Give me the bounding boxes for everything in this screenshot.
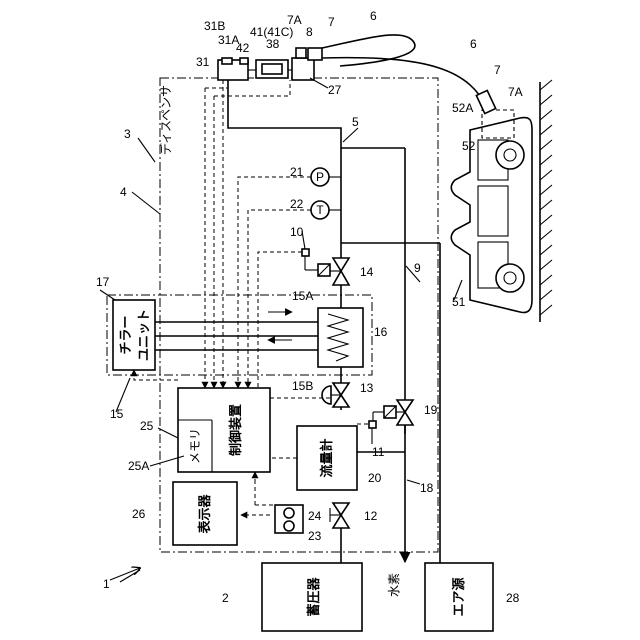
- ref-41: 41(41C): [250, 25, 293, 39]
- ref-11: 11: [372, 445, 385, 459]
- valve-19: [384, 400, 413, 425]
- ref-22: 22: [290, 197, 304, 211]
- ref-12: 12: [364, 509, 378, 523]
- chiller-label-line1: チラー: [119, 315, 134, 354]
- display: 表示器: [173, 482, 237, 545]
- pilot-10: [302, 249, 318, 270]
- ref-31: 31: [196, 55, 210, 69]
- pressure-sensor-letter: P: [316, 170, 324, 184]
- ref-4: 4: [120, 185, 127, 199]
- ref-26: 26: [132, 507, 146, 521]
- accumulator: 蓄圧器: [262, 563, 362, 631]
- supply-hose: [228, 35, 488, 148]
- valve-14: [318, 258, 349, 285]
- ref-7b: 7: [494, 63, 501, 77]
- valve-13: [322, 383, 349, 407]
- controller: 制御装置 メモリ: [178, 388, 270, 472]
- hydrogen-label: 水素: [387, 573, 401, 597]
- flowmeter: 流量計: [297, 426, 357, 490]
- controller-label: 制御装置: [228, 404, 244, 456]
- ref-16: 16: [374, 325, 388, 339]
- ref-38: 38: [266, 37, 280, 51]
- ref-42: 42: [236, 41, 250, 55]
- ref-14: 14: [360, 265, 374, 279]
- ref-13: 13: [360, 381, 374, 395]
- ref-51: 51: [452, 295, 466, 309]
- ref-9: 9: [414, 261, 421, 275]
- ref-1-arrow: [110, 568, 140, 580]
- memory-label: メモリ: [188, 428, 202, 464]
- ref-18: 18: [420, 481, 434, 495]
- ref-7a: 7: [328, 15, 335, 29]
- switch-panel: [275, 505, 303, 533]
- temperature-sensor: T: [311, 201, 341, 219]
- ref-25A: 25A: [128, 459, 149, 473]
- ref-10: 10: [290, 225, 304, 239]
- ref-31B: 31B: [204, 19, 225, 33]
- ref-17: 17: [96, 275, 110, 289]
- accumulator-label: 蓄圧器: [306, 577, 322, 617]
- air-source: エア源: [425, 563, 493, 631]
- temperature-sensor-letter: T: [316, 203, 324, 217]
- ref-7Ab: 7A: [508, 85, 523, 99]
- chiller-unit: チラー ユニット: [113, 300, 155, 370]
- ref-15B: 15B: [292, 379, 313, 393]
- ref-23: 23: [308, 529, 322, 543]
- ref-2: 2: [222, 591, 229, 605]
- heat-exchanger: [318, 308, 363, 367]
- ref-21: 21: [290, 165, 304, 179]
- ref-8: 8: [306, 25, 313, 39]
- ref-1: 1: [103, 577, 110, 591]
- ref-5: 5: [352, 115, 359, 129]
- air-source-label: エア源: [451, 577, 467, 616]
- ref-15: 15: [110, 407, 124, 421]
- valve-12: [330, 503, 349, 528]
- dispenser-label: ディスペンサ: [158, 85, 173, 155]
- ref-52: 52: [462, 139, 476, 153]
- chiller-label-line2: ユニット: [137, 309, 152, 361]
- display-label: 表示器: [197, 494, 213, 535]
- pilot-11: [369, 412, 384, 428]
- flowmeter-label: 流量計: [319, 438, 335, 477]
- ref-52A: 52A: [452, 101, 473, 115]
- ref-25: 25: [140, 419, 154, 433]
- vehicle: [451, 80, 552, 322]
- ref-19: 19: [424, 403, 438, 417]
- ref-3: 3: [124, 127, 131, 141]
- ref-6b: 6: [470, 37, 477, 51]
- ref-28: 28: [506, 591, 520, 605]
- ref-6a: 6: [370, 9, 377, 23]
- ref-27: 27: [328, 83, 342, 97]
- ref-20: 20: [368, 471, 382, 485]
- ref-24: 24: [308, 509, 322, 523]
- coolant-lines: [155, 312, 318, 350]
- nozzle-assembly: [218, 48, 322, 80]
- pressure-sensor: P: [311, 168, 341, 186]
- ref-15A: 15A: [292, 289, 313, 303]
